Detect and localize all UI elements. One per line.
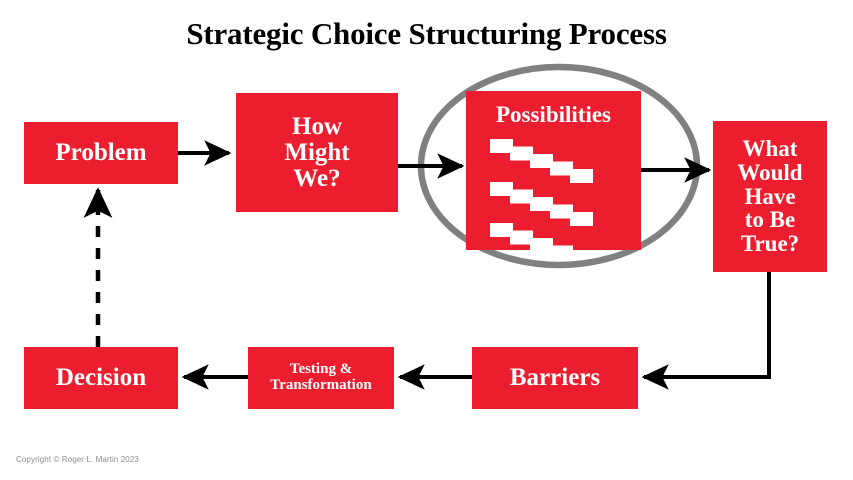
- copyright-notice: Copyright © Roger L. Martin 2023: [16, 455, 139, 464]
- possibilities-card-grid: [490, 139, 593, 250]
- option-card: [530, 154, 553, 168]
- node-problem-label: Problem: [55, 139, 147, 166]
- connector-what-would-have-to-be-true-to-barriers: [641, 272, 771, 390]
- page-title: Strategic Choice Structuring Process: [186, 16, 667, 51]
- node-decision-label: Decision: [55, 364, 147, 391]
- option-card: [570, 212, 593, 226]
- node-how-might-we-label: How Might We?: [284, 112, 350, 192]
- node-problem[interactable]: Problem: [24, 122, 178, 184]
- option-card: [530, 238, 553, 250]
- option-card: [510, 146, 533, 161]
- option-card: [570, 169, 593, 183]
- option-card: [550, 204, 573, 219]
- node-testing-transformation[interactable]: Testing & Transformation: [248, 347, 394, 409]
- option-card: [550, 245, 573, 250]
- node-barriers-label: Barriers: [509, 364, 601, 391]
- node-testing-transformation-label: Testing & Transformation: [270, 361, 372, 393]
- option-card: [490, 139, 513, 153]
- node-what-would-have-to-be-true[interactable]: What Would Have to Be True?: [713, 121, 827, 272]
- option-card: [490, 182, 513, 196]
- option-card: [510, 189, 533, 204]
- option-card: [510, 230, 533, 245]
- node-possibilities[interactable]: Possibilities: [466, 91, 641, 250]
- option-card: [550, 161, 573, 176]
- node-decision[interactable]: Decision: [24, 347, 178, 409]
- node-how-might-we[interactable]: How Might We?: [236, 93, 398, 212]
- option-card: [490, 223, 513, 237]
- node-what-would-have-to-be-true-label: What Would Have to Be True?: [737, 135, 803, 257]
- node-possibilities-label: Possibilities: [495, 102, 611, 127]
- node-barriers[interactable]: Barriers: [472, 347, 638, 409]
- option-card: [530, 197, 553, 211]
